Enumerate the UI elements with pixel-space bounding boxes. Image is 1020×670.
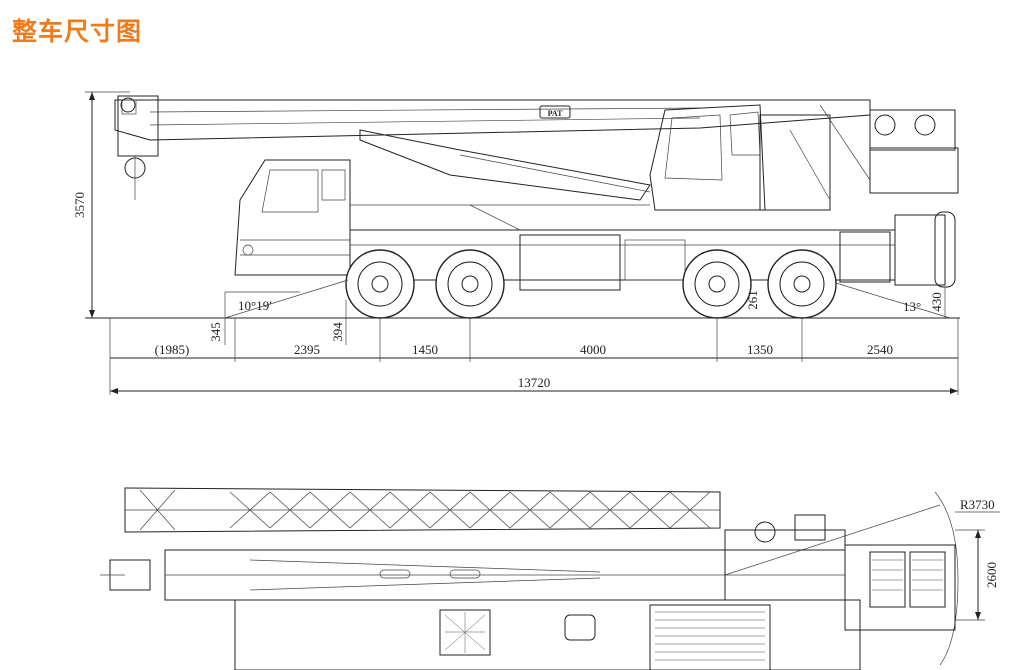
overall-width-label: 2600 xyxy=(984,562,999,588)
turning-radius-arc xyxy=(934,491,959,666)
superstructure-top xyxy=(724,514,956,631)
approach-angle-label: 10°19′ xyxy=(238,298,272,313)
front-overhang-height-label: 345 xyxy=(208,322,223,342)
pat-label: PAT xyxy=(548,109,563,118)
segment-label-4: 1350 xyxy=(747,342,773,357)
rear-clearance-label: 430 xyxy=(929,292,944,312)
segment-label-3: 4000 xyxy=(580,342,606,357)
overall-height-label: 3570 xyxy=(72,192,87,218)
departure-angle-line xyxy=(835,282,951,319)
operator-cab xyxy=(649,104,831,211)
segment-label-5: 2540 xyxy=(867,342,893,357)
overall-length-label: 13720 xyxy=(518,375,551,390)
wheels xyxy=(345,249,837,319)
front-axle-clearance-label: 394 xyxy=(330,322,345,342)
mid-clearance-label: 261 xyxy=(745,290,760,310)
side-view: 3570 PAT xyxy=(72,91,960,395)
chassis xyxy=(349,204,956,291)
carrier-cab xyxy=(234,159,351,276)
segment-dimensions: (1985) 2395 1450 4000 1350 2540 xyxy=(109,318,959,395)
carrier-top xyxy=(234,599,861,670)
wheel-3 xyxy=(682,249,752,319)
pat-plate xyxy=(539,105,571,119)
wheel-4 xyxy=(767,249,837,319)
segment-label-2: 1450 xyxy=(412,342,438,357)
approach-angle-line xyxy=(224,279,349,319)
lattice-jib xyxy=(124,487,721,533)
wheel-1 xyxy=(345,249,415,319)
departure-angle-label: 13° xyxy=(903,299,921,314)
segment-label-1: 2395 xyxy=(294,342,320,357)
segment-label-0: (1985) xyxy=(155,342,190,357)
turning-radius-label: R3730 xyxy=(960,497,995,512)
wheel-2 xyxy=(435,249,505,319)
boom: PAT xyxy=(114,95,959,201)
page-title: 整车尺寸图 xyxy=(12,17,143,46)
top-view: R3730 xyxy=(100,487,1000,670)
telescopic-boom-top xyxy=(100,549,846,601)
